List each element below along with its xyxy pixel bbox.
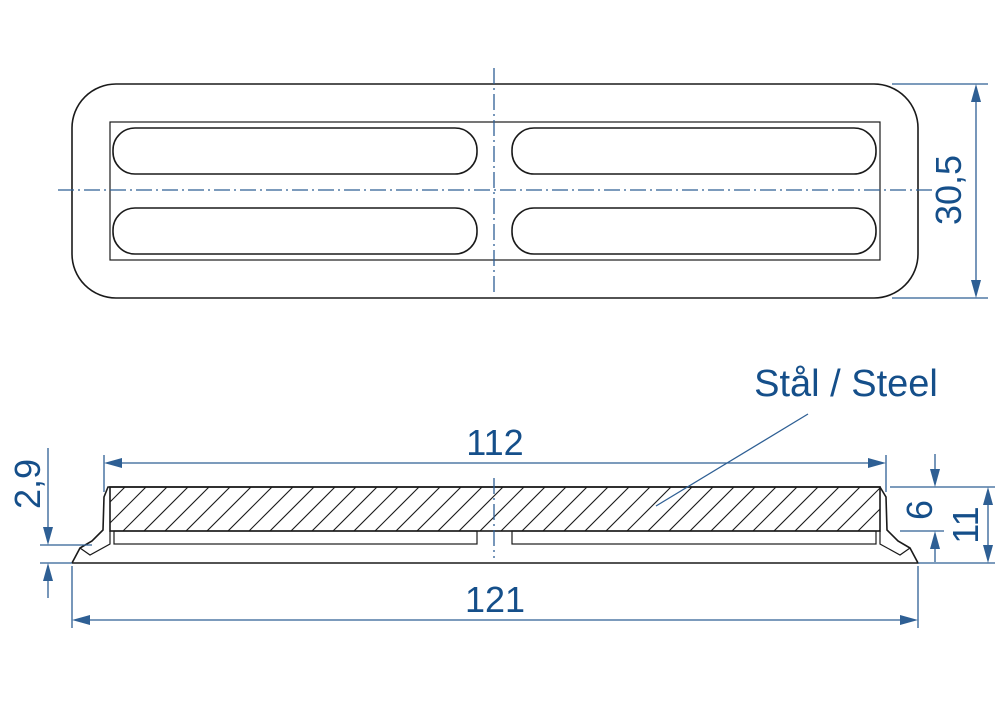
hatch-line bbox=[164, 487, 210, 531]
top-view: 30,5 bbox=[58, 68, 988, 299]
hatch-line bbox=[626, 487, 672, 531]
hatch-line bbox=[857, 508, 880, 531]
hatch-line bbox=[479, 487, 525, 531]
material-leader-line bbox=[655, 413, 809, 507]
hatch-line bbox=[416, 487, 462, 531]
slot-bottom-right bbox=[511, 207, 877, 255]
hatch-line bbox=[374, 487, 420, 531]
top-view-outline bbox=[71, 83, 919, 299]
hatch-line bbox=[647, 487, 693, 531]
hatch-line bbox=[60, 487, 104, 531]
hatch-line bbox=[794, 487, 840, 531]
steel-plate-hatching bbox=[60, 487, 880, 531]
hatch-line bbox=[521, 487, 567, 531]
hatch-line bbox=[353, 487, 399, 531]
dimension-length-outer: 121 bbox=[71, 566, 919, 628]
hatch-line bbox=[773, 487, 819, 531]
bottom-recess-left bbox=[113, 530, 478, 545]
hatch-line bbox=[227, 487, 273, 531]
dimension-length-inner: 112 bbox=[103, 422, 887, 492]
hatch-line bbox=[563, 487, 609, 531]
hatch-line bbox=[206, 487, 252, 531]
hatch-line bbox=[752, 487, 798, 531]
hatch-line bbox=[143, 487, 189, 531]
hatch-line bbox=[248, 487, 294, 531]
material-label: Stål / Steel bbox=[754, 363, 938, 405]
hatch-line bbox=[395, 487, 441, 531]
hatch-line bbox=[836, 487, 880, 531]
side-view: Stål / Steel 112 121 2,9 bbox=[7, 363, 995, 628]
hatch-line bbox=[185, 487, 231, 531]
hatch-line bbox=[542, 487, 588, 531]
hatch-line bbox=[710, 487, 756, 531]
hatch-line bbox=[290, 487, 336, 531]
hatch-line bbox=[689, 487, 735, 531]
hatch-line bbox=[584, 487, 630, 531]
hatch-line bbox=[122, 487, 168, 531]
hatch-line bbox=[815, 487, 861, 531]
side-view-profile bbox=[71, 486, 920, 564]
steel-plate bbox=[109, 486, 881, 532]
hatch-line bbox=[668, 487, 714, 531]
dimension-length-inner-text: 112 bbox=[466, 422, 523, 463]
hatch-line bbox=[269, 487, 315, 531]
slot-top-right bbox=[511, 127, 877, 175]
slot-bottom-left bbox=[112, 207, 478, 255]
hatch-line bbox=[500, 487, 546, 531]
hatch-line bbox=[437, 487, 483, 531]
hatch-line bbox=[311, 487, 357, 531]
dimension-total-height: 11 bbox=[918, 486, 995, 564]
top-view-inner-recess bbox=[109, 121, 881, 261]
dimension-total-height-text: 11 bbox=[945, 506, 986, 543]
dimension-length-outer-text: 121 bbox=[465, 579, 525, 620]
hatch-line bbox=[605, 487, 651, 531]
dimension-plate-thickness-text: 6 bbox=[899, 500, 940, 520]
dimension-plate-thickness: 6 bbox=[890, 454, 944, 562]
dimension-lip-height-text: 2,9 bbox=[7, 459, 48, 509]
dimension-lip-height: 2,9 bbox=[7, 448, 92, 598]
slot-top-left bbox=[112, 127, 478, 175]
dimension-height-top-text: 30,5 bbox=[928, 155, 969, 225]
hatch-line bbox=[731, 487, 777, 531]
hatch-line bbox=[110, 487, 126, 503]
hatch-line bbox=[458, 487, 504, 531]
hatch-line bbox=[110, 487, 147, 524]
bottom-recess-right bbox=[511, 530, 877, 545]
lip-left bbox=[79, 531, 111, 556]
lip-right bbox=[879, 531, 911, 556]
dimension-height-top: 30,5 bbox=[892, 83, 988, 299]
hatch-line bbox=[332, 487, 378, 531]
